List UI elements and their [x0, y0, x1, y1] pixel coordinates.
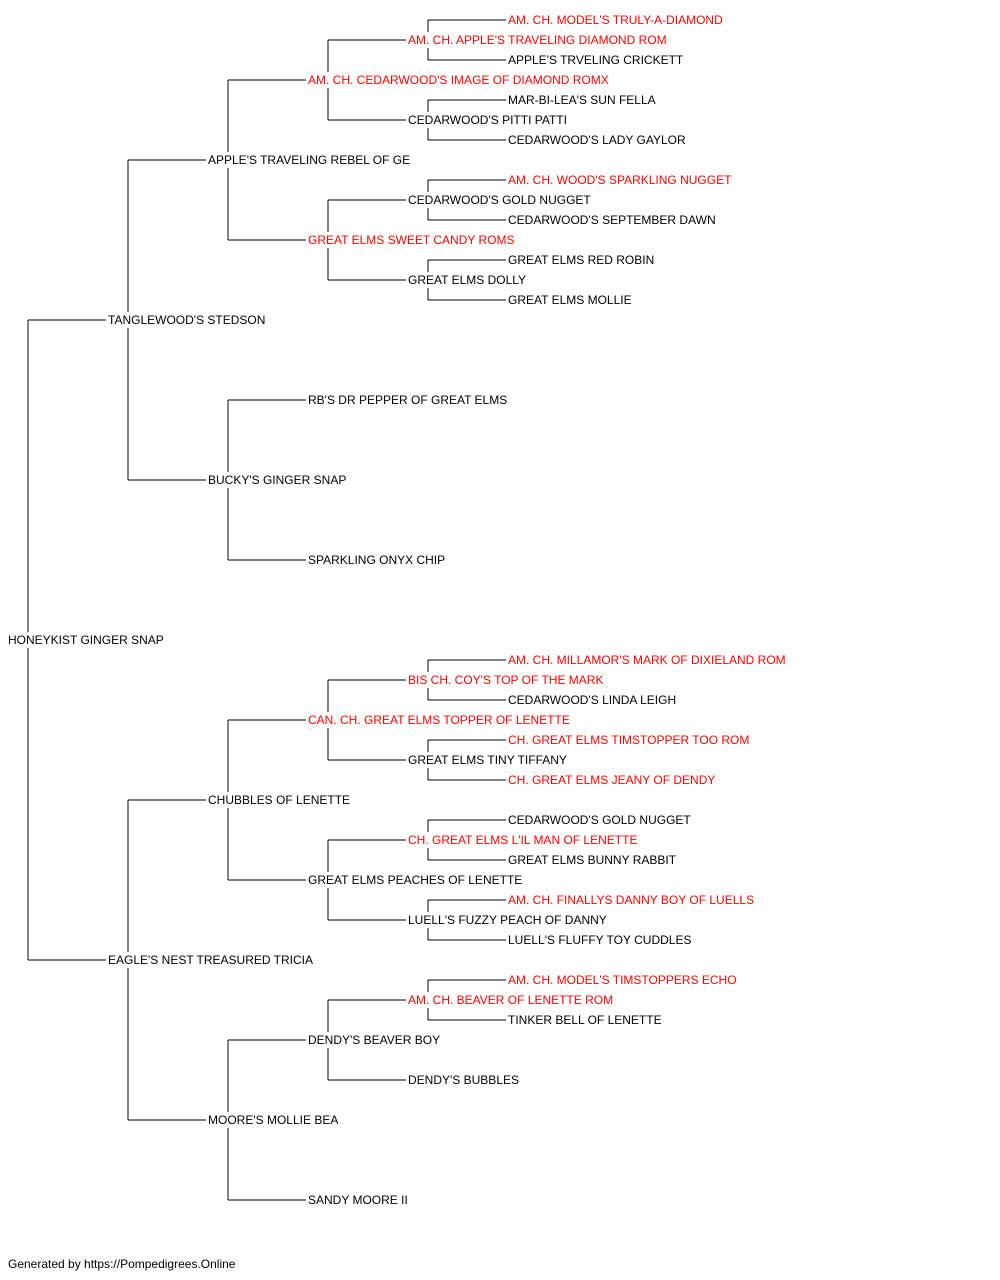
dog-name-great-elms-bunny-rabbit: GREAT ELMS BUNNY RABBIT — [508, 853, 677, 867]
dog-name-dendy-s-bubbles: DENDY'S BUBBLES — [408, 1073, 519, 1087]
dog-name-honeykist-ginger-snap: HONEYKIST GINGER SNAP — [8, 633, 164, 647]
dog-name-eagle-s-nest-treasured-tricia: EAGLE'S NEST TREASURED TRICIA — [108, 953, 313, 967]
dog-name-great-elms-mollie: GREAT ELMS MOLLIE — [508, 293, 632, 307]
dog-name-tinker-bell-of-lenette: TINKER BELL OF LENETTE — [508, 1013, 662, 1027]
dog-name-cedarwood-s-gold-nugget: CEDARWOOD'S GOLD NUGGET — [508, 813, 691, 827]
dog-name-great-elms-peaches-of-lenette: GREAT ELMS PEACHES OF LENETTE — [308, 873, 522, 887]
dog-name-chubbles-of-lenette: CHUBBLES OF LENETTE — [208, 793, 350, 807]
dog-name-moore-s-mollie-bea: MOORE'S MOLLIE BEA — [208, 1113, 338, 1127]
dog-name-bucky-s-ginger-snap: BUCKY'S GINGER SNAP — [208, 473, 346, 487]
dog-name-am-ch-millamor-s-mark-of-dixieland-rom: AM. CH. MILLAMOR'S MARK OF DIXIELAND ROM — [508, 653, 786, 667]
dog-name-am-ch-apple-s-traveling-diamond-rom: AM. CH. APPLE'S TRAVELING DIAMOND ROM — [408, 33, 667, 47]
dog-name-ch-great-elms-jeany-of-dendy: CH. GREAT ELMS JEANY OF DENDY — [508, 773, 715, 787]
dog-name-mar-bi-lea-s-sun-fella: MAR-BI-LEA'S SUN FELLA — [508, 93, 656, 107]
dog-name-luell-s-fluffy-toy-cuddles: LUELL'S FLUFFY TOY CUDDLES — [508, 933, 691, 947]
dog-name-tanglewood-s-stedson: TANGLEWOOD'S STEDSON — [108, 313, 265, 327]
dog-name-cedarwood-s-gold-nugget: CEDARWOOD'S GOLD NUGGET — [408, 193, 591, 207]
dog-name-apple-s-trveling-crickett: APPLE'S TRVELING CRICKETT — [508, 53, 684, 67]
dog-name-rb-s-dr-pepper-of-great-elms: RB'S DR PEPPER OF GREAT ELMS — [308, 393, 507, 407]
dog-name-apple-s-traveling-rebel-of-ge: APPLE'S TRAVELING REBEL OF GE — [208, 153, 410, 167]
dog-name-ch-great-elms-timstopper-too-rom: CH. GREAT ELMS TIMSTOPPER TOO ROM — [508, 733, 749, 747]
dog-name-great-elms-dolly: GREAT ELMS DOLLY — [408, 273, 526, 287]
dog-name-am-ch-model-s-timstoppers-echo: AM. CH. MODEL'S TIMSTOPPERS ECHO — [508, 973, 737, 987]
dog-name-luell-s-fuzzy-peach-of-danny: LUELL'S FUZZY PEACH OF DANNY — [408, 913, 607, 927]
dog-name-am-ch-model-s-truly-a-diamond: AM. CH. MODEL'S TRULY-A-DIAMOND — [508, 13, 723, 27]
dog-name-bis-ch-coy-s-top-of-the-mark: BIS CH. COY'S TOP OF THE MARK — [408, 673, 603, 687]
dog-name-am-ch-cedarwood-s-image-of-diamond-romx: AM. CH. CEDARWOOD'S IMAGE OF DIAMOND ROM… — [308, 73, 609, 87]
dog-name-am-ch-beaver-of-lenette-rom: AM. CH. BEAVER OF LENETTE ROM — [408, 993, 613, 1007]
dog-name-sandy-moore-ii: SANDY MOORE II — [308, 1193, 408, 1207]
dog-name-cedarwood-s-september-dawn: CEDARWOOD'S SEPTEMBER DAWN — [508, 213, 716, 227]
dog-name-great-elms-tiny-tiffany: GREAT ELMS TINY TIFFANY — [408, 753, 567, 767]
dog-name-sparkling-onyx-chip: SPARKLING ONYX CHIP — [308, 553, 445, 567]
dog-name-great-elms-sweet-candy-roms: GREAT ELMS SWEET CANDY ROMS — [308, 233, 514, 247]
dog-name-can-ch-great-elms-topper-of-lenette: CAN. CH. GREAT ELMS TOPPER OF LENETTE — [308, 713, 570, 727]
dog-name-cedarwood-s-pitti-patti: CEDARWOOD'S PITTI PATTI — [408, 113, 567, 127]
dog-name-cedarwood-s-linda-leigh: CEDARWOOD'S LINDA LEIGH — [508, 693, 676, 707]
dog-name-great-elms-red-robin: GREAT ELMS RED ROBIN — [508, 253, 654, 267]
dog-name-cedarwood-s-lady-gaylor: CEDARWOOD'S LADY GAYLOR — [508, 133, 686, 147]
dog-name-am-ch-wood-s-sparkling-nugget: AM. CH. WOOD'S SPARKLING NUGGET — [508, 173, 732, 187]
footer-credit: Generated by https://Pompedigrees.Online — [8, 1257, 236, 1271]
dog-name-ch-great-elms-l-il-man-of-lenette: CH. GREAT ELMS L'IL MAN OF LENETTE — [408, 833, 637, 847]
dog-name-dendy-s-beaver-boy: DENDY'S BEAVER BOY — [308, 1033, 440, 1047]
dog-name-am-ch-finallys-danny-boy-of-luells: AM. CH. FINALLYS DANNY BOY OF LUELLS — [508, 893, 754, 907]
